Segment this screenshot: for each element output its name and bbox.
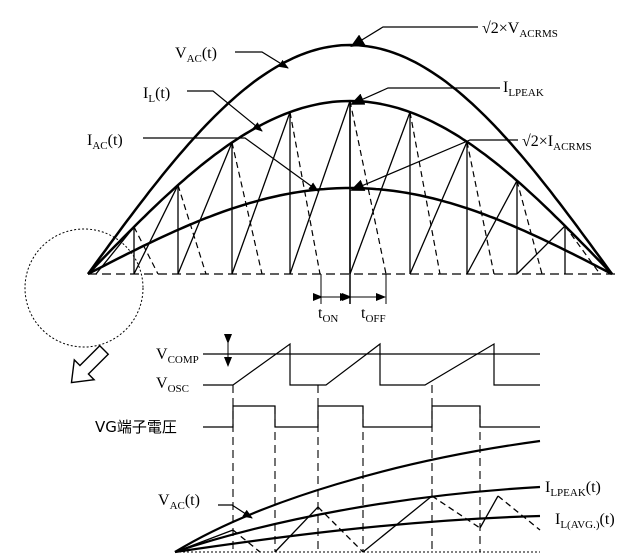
leader-ilpeak-top <box>350 87 500 105</box>
label-vac-bottom: VAC(t) <box>158 492 200 512</box>
leader-sqrt2-vacrms <box>350 26 478 48</box>
label-vac-top: VAC(t) <box>175 45 217 65</box>
label-sqrt2-iacrms: √2×IACRMS <box>522 133 592 153</box>
inductor-current-fall <box>289 111 321 275</box>
inductor-current-rise <box>349 111 411 275</box>
inductor-current-rise <box>289 100 351 275</box>
label-vcomp: VCOMP <box>156 346 199 366</box>
leader-iac <box>143 137 319 192</box>
inductor-current-zoom-triangles <box>174 495 541 553</box>
vosc-sawtooth <box>203 342 540 386</box>
leader-sqrt2-iacrms <box>350 139 518 191</box>
inductor-current-fall <box>409 111 441 275</box>
inductor-current-fall <box>231 142 263 275</box>
label-toff: tOFF <box>361 305 386 325</box>
label-il: IL(t) <box>143 85 170 105</box>
leader-vac-top <box>235 51 289 69</box>
inductor-current-fall <box>177 184 207 275</box>
leader-vac-bottom <box>218 504 253 519</box>
leader-il <box>187 90 263 132</box>
label-ilpeak-top: ILPEAK <box>503 79 544 99</box>
inductor-current-rise <box>409 141 468 275</box>
label-ton: tON <box>318 305 338 325</box>
inductor-current-fall <box>516 180 543 275</box>
alignment-dashed-lines <box>232 385 481 552</box>
zoom-circle <box>24 228 144 348</box>
label-ilpeak-bottom: ILPEAK(t) <box>545 479 601 499</box>
inductor-current-rise <box>133 184 179 275</box>
inductor-current-rise <box>95 226 135 275</box>
inductor-current-rise <box>231 111 291 275</box>
vac-zoom-curve <box>174 439 541 553</box>
inductor-current-rise <box>466 180 518 275</box>
label-iac: IAC(t) <box>87 132 123 152</box>
ilpeak-zoom-curve <box>174 485 541 554</box>
vg-gate-pulses <box>203 405 540 428</box>
label-vg-terminal-voltage: VG端子電圧 <box>95 418 177 436</box>
zoom-arrow <box>70 344 110 384</box>
inductor-current-fall <box>466 141 495 275</box>
label-ilavg-bottom: IL(AVG.)(t) <box>555 511 615 531</box>
label-vosc: VOSC <box>156 375 189 395</box>
inductor-current-rise <box>516 225 566 275</box>
inductor-current-fall <box>133 226 159 275</box>
vac-sine-curve <box>86 43 614 275</box>
label-sqrt2-vacrms: √2×VACRMS <box>482 20 558 40</box>
inductor-current-rise <box>177 142 233 275</box>
inductor-current-triangles <box>95 100 601 275</box>
